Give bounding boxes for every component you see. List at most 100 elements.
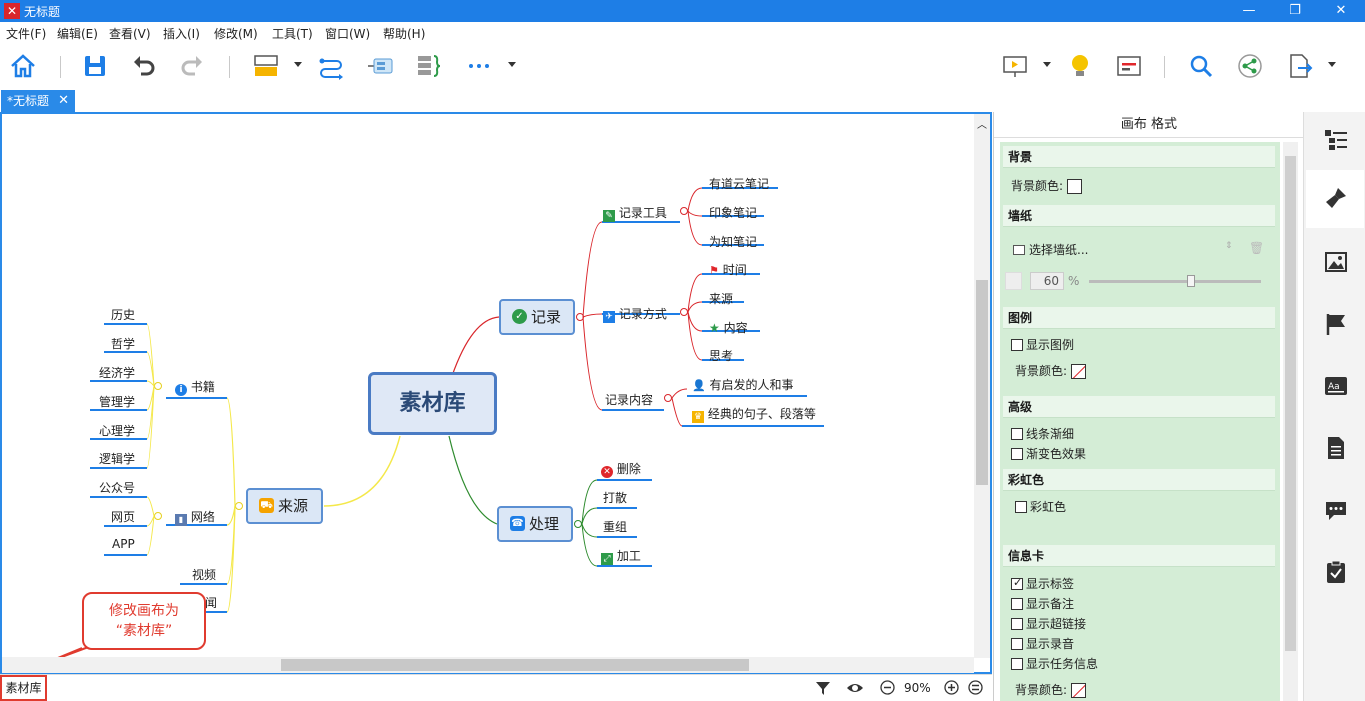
leaf-evernote[interactable]: 印象笔记 xyxy=(709,206,758,220)
leaf-wiz-note[interactable]: 为知笔记 xyxy=(709,235,758,249)
topic-insert-icon[interactable] xyxy=(252,52,280,80)
method-collapse-handle[interactable] xyxy=(680,308,688,316)
leaf-app[interactable]: APP xyxy=(112,537,135,551)
leaf-content[interactable]: ★ 内容 xyxy=(709,319,748,336)
show-task-info-checkbox[interactable] xyxy=(1011,658,1023,670)
gradient-effect-row[interactable]: 渐变色效果 xyxy=(1011,445,1086,462)
show-audio-checkbox[interactable] xyxy=(1011,638,1023,650)
home-icon[interactable] xyxy=(9,52,37,80)
leaf-break-up[interactable]: 打散 xyxy=(603,491,628,505)
show-legend-checkbox[interactable] xyxy=(1011,339,1023,351)
sidebar-format[interactable] xyxy=(1306,170,1364,228)
menu-help[interactable]: 帮助(H) xyxy=(383,27,426,41)
subtopic-network[interactable]: ▮ 网络 xyxy=(175,508,215,526)
show-notes-row[interactable]: 显示备注 xyxy=(1011,595,1074,612)
taper-lines-checkbox[interactable] xyxy=(1011,428,1023,440)
share-icon[interactable] xyxy=(1236,52,1264,80)
rainbow-row[interactable]: 彩虹色 xyxy=(1015,498,1066,515)
presentation-icon[interactable] xyxy=(1001,52,1029,80)
undo-icon[interactable] xyxy=(130,52,158,80)
topic-dropdown-arrow-icon[interactable] xyxy=(294,62,302,67)
zoom-in-icon[interactable] xyxy=(944,680,959,695)
leaf-source[interactable]: 来源 xyxy=(709,292,734,306)
books-collapse-handle[interactable] xyxy=(154,382,162,390)
presentation-dropdown-arrow-icon[interactable] xyxy=(1043,62,1051,67)
leaf-inspiring-people[interactable]: 👤 有启发的人和事 xyxy=(692,376,794,393)
subtopic-news[interactable]: 闻 xyxy=(205,596,218,610)
close-window-button[interactable]: ✕ xyxy=(1335,3,1347,18)
leaf-wechat-official[interactable]: 公众号 xyxy=(99,481,136,495)
canvas-horizontal-scrollbar[interactable] xyxy=(2,657,974,673)
leaf-youdao-note[interactable]: 有道云笔记 xyxy=(709,177,770,191)
sidebar-comments[interactable] xyxy=(1306,482,1364,540)
leaf-classic-sentences[interactable]: ♛ 经典的句子、段落等 xyxy=(692,405,816,423)
export-dropdown-arrow-icon[interactable] xyxy=(1328,62,1336,67)
export-icon[interactable] xyxy=(1286,52,1314,80)
record-collapse-handle[interactable] xyxy=(576,313,584,321)
show-labels-row[interactable]: 显示标签 xyxy=(1011,575,1074,592)
infocard-bg-color-swatch[interactable] xyxy=(1071,683,1087,698)
leaf-process[interactable]: ⤢ 加工 xyxy=(601,547,641,565)
section-advanced-header[interactable]: 高级 xyxy=(1003,396,1275,418)
main-topic-process[interactable]: ☎ 处理 xyxy=(497,506,573,542)
filter-icon[interactable] xyxy=(815,680,831,696)
menu-tools[interactable]: 工具(T) xyxy=(272,27,313,41)
subtopic-video[interactable]: 视频 xyxy=(192,568,217,582)
gradient-effect-checkbox[interactable] xyxy=(1011,448,1023,460)
restore-button[interactable]: ❐ xyxy=(1289,3,1301,18)
process-collapse-handle[interactable] xyxy=(574,520,582,528)
show-hyperlinks-row[interactable]: 显示超链接 xyxy=(1011,615,1086,632)
section-infocard-header[interactable]: 信息卡 xyxy=(1003,545,1275,567)
relationship-icon[interactable] xyxy=(317,52,345,80)
subtopic-books[interactable]: i 书籍 xyxy=(175,378,215,396)
show-labels-checkbox[interactable] xyxy=(1011,576,1023,590)
more-icon[interactable] xyxy=(465,52,493,80)
source-collapse-handle[interactable] xyxy=(235,502,243,510)
root-topic[interactable]: 素材库 xyxy=(368,372,497,435)
sidebar-markers[interactable] xyxy=(1306,296,1364,354)
section-wallpaper-header[interactable]: 墙纸 xyxy=(1003,205,1275,227)
leaf-philosophy[interactable]: 哲学 xyxy=(111,337,136,351)
gantt-icon[interactable] xyxy=(1115,52,1143,80)
leaf-history[interactable]: 历史 xyxy=(111,308,136,322)
leaf-economics[interactable]: 经济学 xyxy=(99,366,136,380)
show-task-info-row[interactable]: 显示任务信息 xyxy=(1011,655,1098,672)
format-panel-scrollbar[interactable] xyxy=(1283,142,1298,701)
leaf-delete[interactable]: ✕ 删除 xyxy=(601,460,641,478)
subtopic-record-tools[interactable]: ✎ 记录工具 xyxy=(603,204,667,222)
opacity-input[interactable]: 60 xyxy=(1030,272,1064,290)
leaf-time[interactable]: ⚑ 时间 xyxy=(709,261,747,278)
taper-lines-row[interactable]: 线条渐细 xyxy=(1011,425,1074,442)
trash-icon[interactable]: 🗑 xyxy=(1249,241,1265,255)
leaf-reorganize[interactable]: 重组 xyxy=(603,520,628,534)
search-icon[interactable] xyxy=(1187,52,1215,80)
tab-untitled[interactable]: *无标题 ✕ xyxy=(1,90,75,112)
subtopic-record-content[interactable]: 记录内容 xyxy=(605,393,654,407)
format-panel-scroll-thumb[interactable] xyxy=(1285,156,1296,651)
menu-edit[interactable]: 编辑(E) xyxy=(57,27,98,41)
canvas-vertical-scrollbar[interactable]: ︿ xyxy=(974,114,990,658)
opacity-slider-thumb[interactable] xyxy=(1187,275,1195,287)
leaf-psychology[interactable]: 心理学 xyxy=(99,424,136,438)
boundary-icon[interactable] xyxy=(366,52,394,80)
main-topic-source[interactable]: ⛟ 来源 xyxy=(246,488,323,524)
fit-menu-icon[interactable] xyxy=(968,680,983,695)
network-collapse-handle[interactable] xyxy=(154,512,162,520)
main-topic-record[interactable]: ✓ 记录 xyxy=(499,299,575,335)
section-legend-header[interactable]: 图例 xyxy=(1003,307,1275,329)
section-background-header[interactable]: 背景 xyxy=(1003,146,1275,168)
show-hyperlinks-checkbox[interactable] xyxy=(1011,618,1023,630)
menu-file[interactable]: 文件(F) xyxy=(6,27,47,41)
minimize-button[interactable]: — xyxy=(1242,3,1256,18)
sidebar-tasks[interactable] xyxy=(1306,544,1364,602)
show-audio-row[interactable]: 显示录音 xyxy=(1011,635,1074,652)
scroll-up-icon[interactable]: ︿ xyxy=(977,120,987,131)
mindmap-canvas[interactable]: 素材库 ✓ 记录 ☎ 处理 ⛟ 来源 ✎ 记录工具 ✈ 记录方式 记录内容 有道… xyxy=(0,112,992,674)
tab-close-icon[interactable]: ✕ xyxy=(58,93,69,108)
subtopic-record-method[interactable]: ✈ 记录方式 xyxy=(603,305,667,323)
show-notes-checkbox[interactable] xyxy=(1011,598,1023,610)
menu-insert[interactable]: 插入(I) xyxy=(163,27,200,41)
legend-bg-color-swatch[interactable] xyxy=(1071,364,1087,379)
vertical-scroll-thumb[interactable] xyxy=(976,280,988,485)
horizontal-scroll-thumb[interactable] xyxy=(281,659,749,671)
